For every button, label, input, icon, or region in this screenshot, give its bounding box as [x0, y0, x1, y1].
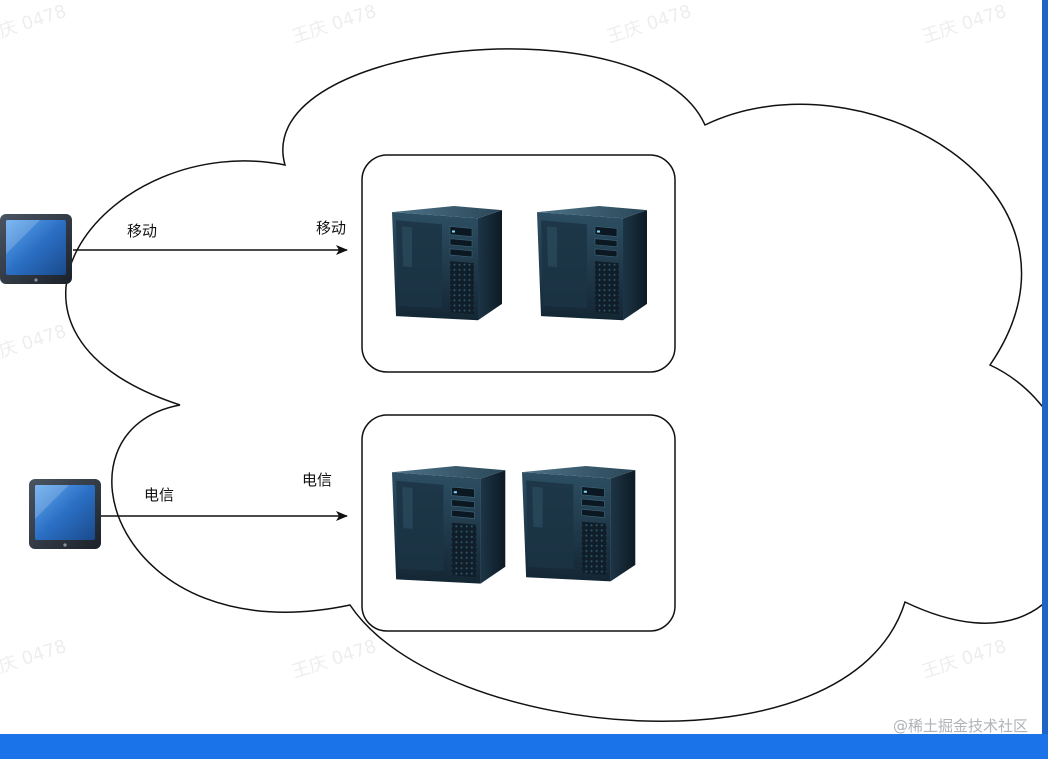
connection-label-device: 电信 [144, 486, 175, 504]
server-icon [391, 205, 503, 321]
server-icon [391, 465, 506, 585]
window-edge [1042, 0, 1048, 734]
connection-label-device: 移动 [127, 222, 158, 240]
connection-label-target: 电信 [302, 471, 333, 489]
source-credit: @稀土掘金技术社区 [892, 717, 1028, 735]
cloud-shape [65, 48, 1048, 723]
tablet-device-icon [0, 214, 72, 284]
server-icon [536, 205, 648, 321]
bottom-bar [0, 734, 1048, 759]
server-icon [521, 465, 636, 582]
tablet-device-icon [29, 479, 101, 549]
connection-label-target: 移动 [316, 219, 347, 237]
